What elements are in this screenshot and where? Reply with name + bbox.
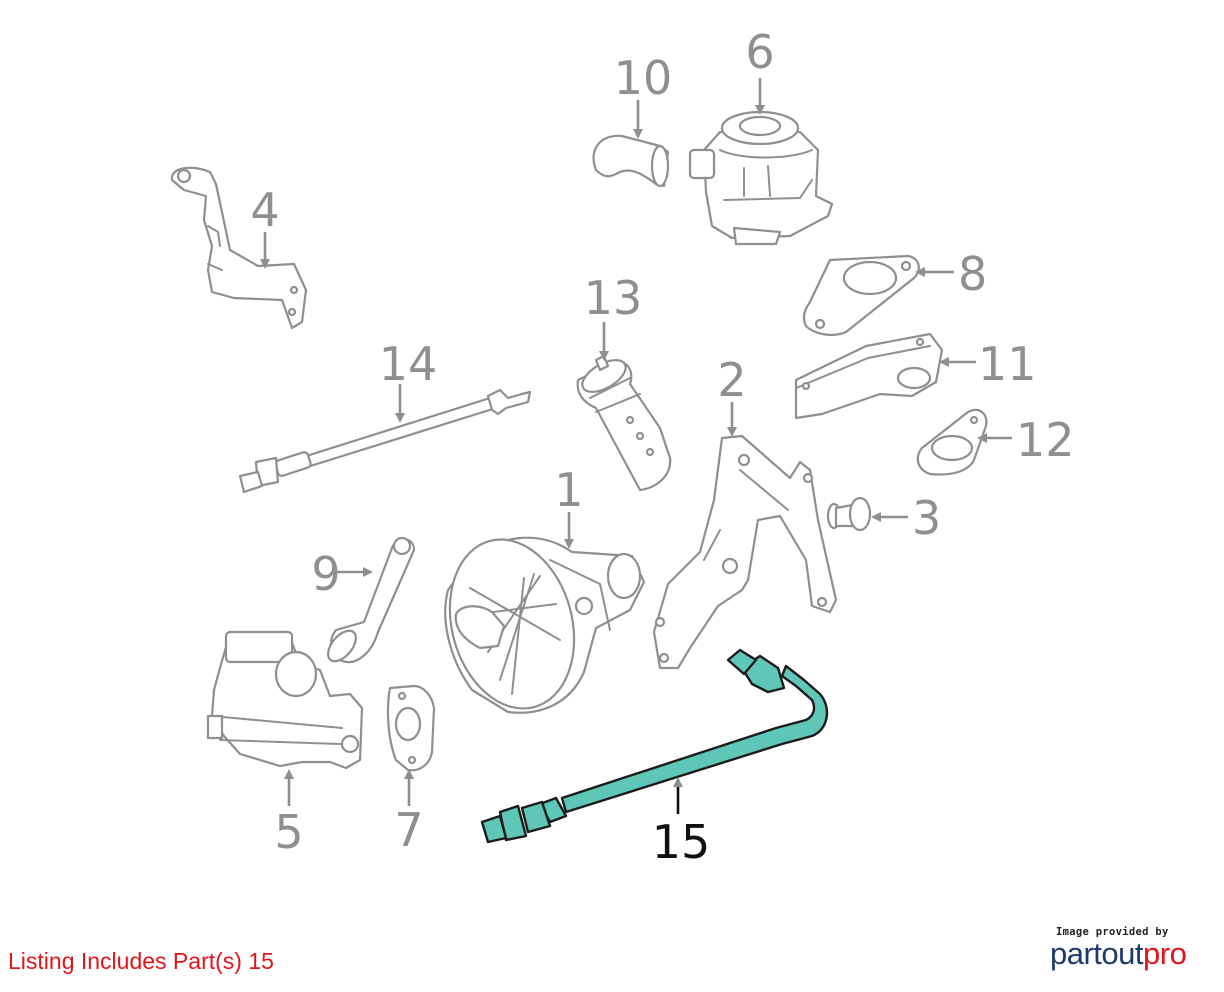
callout-label-11: 11 xyxy=(978,337,1037,391)
callout-label-15: 15 xyxy=(652,815,711,869)
listing-caption: Listing Includes Part(s) 15 xyxy=(8,948,274,974)
callout-10: 10 xyxy=(614,51,673,139)
callout-label-6: 6 xyxy=(745,25,774,79)
part-2-bracket[interactable] xyxy=(652,434,838,670)
callout-7: 7 xyxy=(394,769,424,857)
callout-label-4: 4 xyxy=(250,183,279,237)
part-6-valve[interactable] xyxy=(688,110,834,246)
brand-wordmark-accent: pro xyxy=(1143,936,1187,971)
callout-label-9: 9 xyxy=(311,547,340,601)
callout-4: 4 xyxy=(250,183,280,269)
part-3-bolt[interactable] xyxy=(826,496,872,532)
callout-label-7: 7 xyxy=(394,803,423,857)
part-15-oxygen-sensor[interactable] xyxy=(480,648,829,844)
callout-label-13: 13 xyxy=(584,271,643,325)
part-11-adapter[interactable] xyxy=(794,332,944,420)
callout-3: 3 xyxy=(871,491,941,545)
part-13-sensor[interactable] xyxy=(576,354,672,492)
part-12-gasket[interactable] xyxy=(916,408,988,476)
callout-label-5: 5 xyxy=(274,805,303,859)
callout-label-12: 12 xyxy=(1016,413,1075,467)
part-14-rod[interactable] xyxy=(238,388,532,494)
callout-label-1: 1 xyxy=(554,463,583,517)
callout-label-10: 10 xyxy=(614,51,673,105)
callout-label-8: 8 xyxy=(958,247,987,301)
brand-wordmark: partoutpro xyxy=(1050,936,1210,972)
callout-9: 9 xyxy=(311,547,373,601)
part-8-gasket[interactable] xyxy=(802,254,920,336)
callout-label-2: 2 xyxy=(717,353,746,407)
part-1-pump[interactable] xyxy=(432,525,646,722)
callout-label-14: 14 xyxy=(379,337,438,391)
callout-12: 12 xyxy=(977,413,1075,467)
callout-11: 11 xyxy=(939,337,1037,391)
brand-wordmark-main: partout xyxy=(1050,936,1144,971)
callout-13: 13 xyxy=(584,271,643,361)
part-4-bracket[interactable] xyxy=(170,166,308,330)
part-5-housing[interactable] xyxy=(206,630,364,770)
brand-logo: Image provided by partoutpro xyxy=(1050,926,1210,972)
brand-provided-by: Image provided by xyxy=(1056,926,1169,938)
callout-2: 2 xyxy=(717,353,747,437)
callout-8: 8 xyxy=(915,247,987,301)
part-7-gasket[interactable] xyxy=(386,684,436,772)
callout-15: 15 xyxy=(652,777,711,869)
part-9-hose[interactable] xyxy=(323,536,416,666)
callout-label-3: 3 xyxy=(912,491,941,545)
callout-5: 5 xyxy=(274,769,304,859)
callout-6: 6 xyxy=(745,25,775,115)
part-10-hose[interactable] xyxy=(592,134,670,188)
callout-1: 1 xyxy=(554,463,584,549)
callout-14: 14 xyxy=(379,337,438,423)
